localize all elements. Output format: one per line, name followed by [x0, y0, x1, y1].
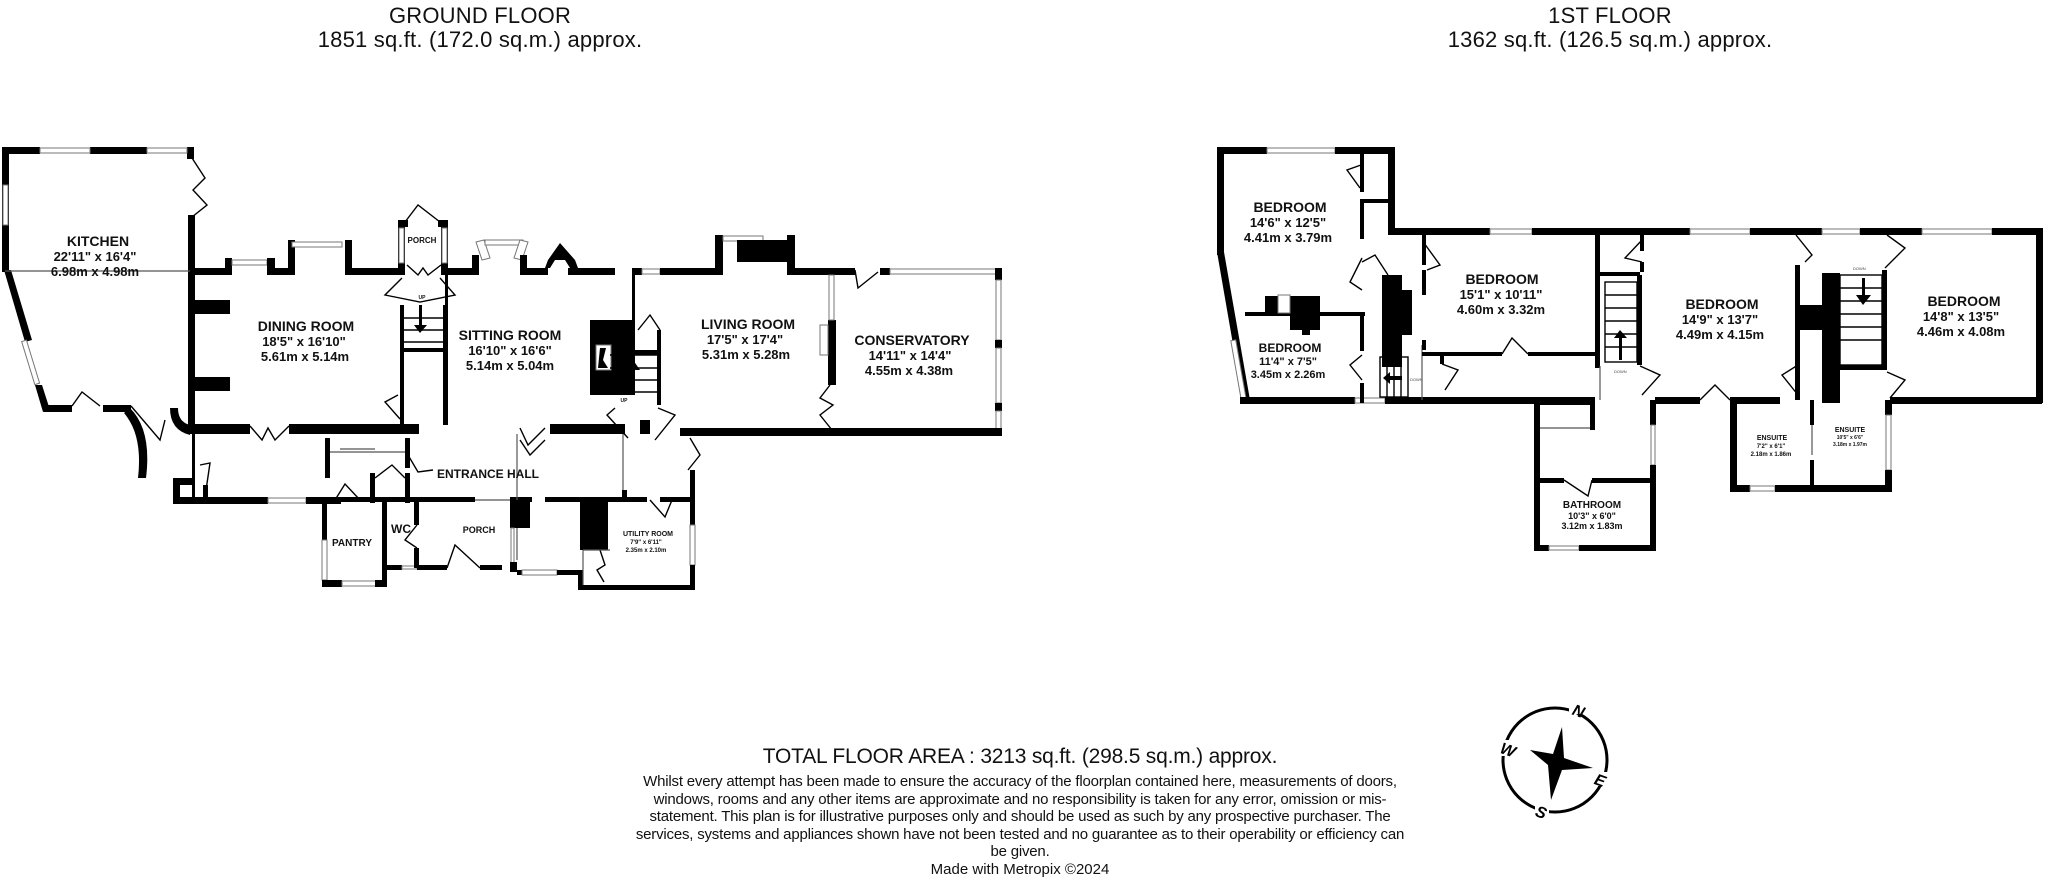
room-name: PORCH [463, 525, 496, 535]
room-sitting-room: SITTING ROOM 16'10" x 16'6" 5.14m x 5.04… [459, 327, 562, 373]
room-dims-metric: 5.14m x 5.04m [466, 358, 554, 373]
room-dims-metric: 5.31m x 5.28m [702, 347, 790, 362]
room-pantry: PANTRY [332, 538, 372, 549]
room-bedroom-3: BEDROOM 15'1" x 10'11" 4.60m x 3.32m [1457, 271, 1545, 317]
room-name: BEDROOM [1927, 293, 2000, 309]
room-dims-metric: 4.41m x 3.79m [1244, 230, 1332, 245]
room-name: CONSERVATORY [854, 332, 970, 348]
room-name: PANTRY [332, 538, 372, 549]
room-dims-imperial: 18'5" x 16'10" [262, 334, 346, 349]
room-ensuite-2: ENSUITE 10'5" x 6'6" 3.18m x 1.97m [1833, 427, 1867, 448]
room-utility-room: UTILITY ROOM 7'9" x 6'11" 2.35m x 2.10m [623, 531, 673, 554]
room-wc: WC [391, 522, 411, 536]
room-conservatory: CONSERVATORY 14'11" x 14'4" 4.55m x 4.38… [854, 332, 970, 378]
ground-floor-header: GROUND FLOOR 1851 sq.ft. (172.0 sq.m.) a… [260, 4, 700, 52]
room-dims-imperial: 14'8" x 13'5" [1923, 309, 1999, 324]
ground-floor-title: GROUND FLOOR [388, 3, 572, 28]
total-floor-area: TOTAL FLOOR AREA : 3213 sq.ft. (298.5 sq… [762, 745, 1278, 768]
room-dims-metric: 4.55m x 4.38m [865, 363, 953, 378]
room-dims-metric: 3.18m x 1.97m [1833, 442, 1867, 448]
first-floor-header: 1ST FLOOR 1362 sq.ft. (126.5 sq.m.) appr… [1390, 4, 1830, 52]
room-dims-metric: 2.18m x 1.86m [1751, 452, 1792, 458]
room-dims-imperial: 15'1" x 10'11" [1460, 287, 1543, 302]
room-dims-imperial: 10'5" x 6'6" [1837, 435, 1864, 441]
room-dims-metric: 3.45m x 2.26m [1251, 369, 1326, 381]
room-bedroom-1: BEDROOM 14'6" x 12'5" 4.41m x 3.79m [1244, 199, 1332, 245]
room-name: BATHROOM [1563, 500, 1621, 511]
stair-label-up: UP [419, 295, 427, 301]
room-living-room: LIVING ROOM 17'5" x 17'4" 5.31m x 5.28m [701, 316, 795, 362]
ground-floor-area: 1851 sq.ft. (172.0 sq.m.) approx. [317, 27, 643, 52]
room-porch-lower: PORCH [463, 525, 496, 535]
room-ensuite-1: ENSUITE 7'2" x 6'1" 2.18m x 1.86m [1751, 435, 1792, 458]
room-porch-top: PORCH [408, 236, 437, 245]
room-dims-metric: 2.35m x 2.10m [626, 548, 667, 554]
room-bedroom-2: BEDROOM 11'4" x 7'5" 3.45m x 2.26m [1251, 341, 1326, 381]
entrance-area-walls [173, 434, 701, 590]
room-bedroom-4: BEDROOM 14'9" x 13'7" 4.49m x 4.15m [1676, 296, 1764, 342]
room-dims-metric: 4.46m x 4.08m [1917, 324, 2005, 339]
room-dining-room: DINING ROOM 18'5" x 16'10" 5.61m x 5.14m [258, 318, 354, 364]
room-entrance-hall: ENTRANCE HALL [437, 467, 539, 481]
ground-floor-plan: KITCHEN 22'11" x 16'4" 6.98m x 4.98m DIN… [2, 147, 1002, 590]
room-dims-imperial: 10'3" x 6'0" [1568, 511, 1616, 521]
stair-label-down: DOWN [1614, 369, 1627, 374]
first-floor-area: 1362 sq.ft. (126.5 sq.m.) approx. [1447, 27, 1773, 52]
room-dims-imperial: 7'2" x 6'1" [1757, 444, 1786, 450]
room-name: ENTRANCE HALL [437, 467, 539, 481]
room-dims-imperial: 14'6" x 12'5" [1250, 215, 1326, 230]
room-bathroom: BATHROOM 10'3" x 6'0" 3.12m x 1.83m [1561, 500, 1622, 531]
dining-room-walls [190, 240, 419, 442]
first-floor-labels: BEDROOM 14'6" x 12'5" 4.41m x 3.79m BEDR… [1244, 199, 2005, 531]
room-dims-imperial: 22'11" x 16'4" [54, 249, 137, 264]
room-dims-metric: 6.98m x 4.98m [51, 264, 139, 279]
room-dims-imperial: 16'10" x 16'6" [468, 343, 552, 358]
room-dims-imperial: 14'9" x 13'7" [1682, 312, 1758, 327]
room-dims-imperial: 7'9" x 6'11" [630, 540, 662, 546]
room-name: UTILITY ROOM [623, 531, 673, 538]
stair-label-down: DOWN [1853, 266, 1866, 271]
room-name: PORCH [408, 236, 437, 245]
room-name: SITTING ROOM [459, 327, 562, 343]
room-name: BEDROOM [1685, 296, 1758, 312]
room-name: WC [391, 522, 411, 536]
first-floor-plan: DOWN DOWN [1217, 147, 2043, 551]
room-dims-metric: 4.60m x 3.32m [1457, 302, 1545, 317]
room-name: BEDROOM [1253, 199, 1326, 215]
room-dims-imperial: 14'11" x 14'4" [869, 348, 952, 363]
first-floor-title: 1ST FLOOR [1548, 3, 1672, 28]
room-dims-imperial: 17'5" x 17'4" [707, 332, 783, 347]
room-dims-imperial: 11'4" x 7'5" [1259, 356, 1317, 368]
room-dims-metric: 3.12m x 1.83m [1561, 521, 1622, 531]
conservatory-walls [843, 268, 1002, 436]
room-bedroom-5: BEDROOM 14'8" x 13'5" 4.46m x 4.08m [1917, 293, 2005, 339]
stair-label-up: UP [621, 398, 629, 404]
room-name: LIVING ROOM [701, 316, 795, 332]
room-dims-metric: 5.61m x 5.14m [261, 349, 349, 364]
room-name: KITCHEN [67, 233, 129, 249]
kitchen-walls [2, 147, 209, 478]
first-floor-walls: DOWN DOWN [1217, 147, 2043, 551]
room-name: BEDROOM [1259, 341, 1322, 355]
disclaimer-text: Whilst every attempt has been made to en… [635, 773, 1405, 860]
room-name: ENSUITE [1835, 427, 1866, 434]
made-with-credit: Made with Metropix ©2024 [930, 860, 1110, 878]
room-name: DINING ROOM [258, 318, 354, 334]
living-room-walls [606, 235, 1000, 441]
stair-label-down: DOWN [1410, 377, 1423, 382]
compass-rose-icon: N W E S [1498, 702, 1609, 823]
room-name: ENSUITE [1757, 435, 1788, 442]
ground-floor-labels: KITCHEN 22'11" x 16'4" 6.98m x 4.98m DIN… [51, 233, 970, 554]
room-kitchen: KITCHEN 22'11" x 16'4" 6.98m x 4.98m [51, 233, 139, 279]
room-dims-metric: 4.49m x 4.15m [1676, 327, 1764, 342]
floorplan-footer: TOTAL FLOOR AREA : 3213 sq.ft. (298.5 sq… [630, 744, 1410, 878]
room-name: BEDROOM [1465, 271, 1538, 287]
sitting-room-walls [445, 239, 635, 447]
